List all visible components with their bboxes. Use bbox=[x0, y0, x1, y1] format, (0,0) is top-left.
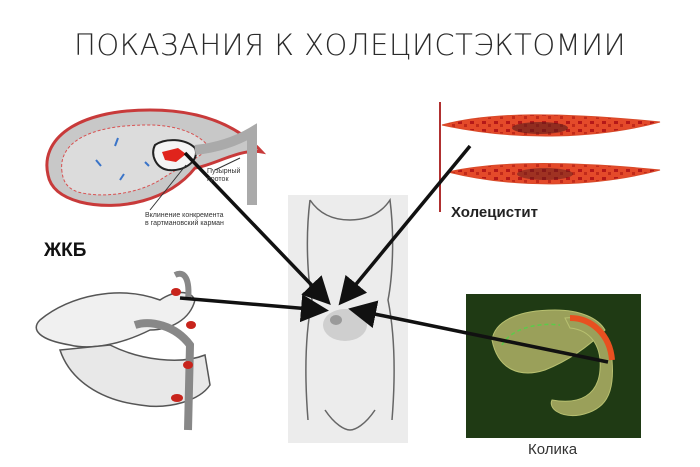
fluke-eggs-bottom bbox=[517, 168, 573, 180]
stone-2 bbox=[186, 321, 196, 329]
arrow-from-ducts bbox=[179, 294, 329, 323]
cystic-duct-label-line1: Пузырный bbox=[207, 168, 241, 175]
cystic-duct-label: Пузырный проток bbox=[207, 168, 240, 184]
duct-intestine-illustration bbox=[35, 270, 211, 431]
arrow-from-gallstones bbox=[183, 151, 331, 306]
torso-illustration bbox=[288, 195, 408, 443]
pelvis-outline bbox=[324, 409, 376, 431]
cystic-duct-pointer bbox=[214, 157, 241, 171]
cholecystitis-illustration bbox=[439, 102, 661, 212]
liver-spot-icon bbox=[330, 315, 342, 325]
arrow-from-colic bbox=[348, 300, 609, 364]
impaction-label-line2: в гартмановский карман bbox=[145, 220, 224, 227]
label-gallstone-disease: ЖКБ bbox=[44, 240, 87, 261]
abdomen-target bbox=[323, 309, 367, 341]
impaction-label-line1: Вклинение конкремента bbox=[145, 212, 224, 219]
impacted-stone bbox=[162, 148, 186, 162]
stomach bbox=[35, 291, 196, 348]
gallbladder-illustration bbox=[45, 108, 267, 211]
indication-arrows bbox=[179, 144, 609, 364]
fluke-eggs-top bbox=[512, 122, 568, 134]
stone-3 bbox=[183, 361, 193, 369]
flow-arrows-icon bbox=[95, 137, 150, 181]
cystic-duct bbox=[194, 123, 257, 205]
page-title: ПОКАЗАНИЯ К ХОЛЕЦИСТЭКТОМИИ bbox=[74, 28, 626, 62]
common-bile-duct bbox=[133, 319, 195, 431]
impaction-pointer bbox=[149, 164, 187, 211]
hepatic-duct bbox=[173, 270, 192, 301]
stone-4 bbox=[171, 394, 183, 402]
colic-highlight bbox=[569, 315, 615, 361]
cystic-duct-label-line2: проток bbox=[207, 176, 229, 183]
colic-illustration bbox=[466, 294, 641, 438]
stone-1 bbox=[171, 288, 181, 296]
arrow-from-cholecystitis bbox=[338, 144, 472, 306]
label-colic: Колика bbox=[528, 441, 578, 458]
label-cholecystitis: Холецистит bbox=[451, 204, 538, 221]
impaction-label: Вклинение конкремента в гартмановский ка… bbox=[145, 212, 224, 228]
colic-dashed-path bbox=[501, 323, 561, 346]
